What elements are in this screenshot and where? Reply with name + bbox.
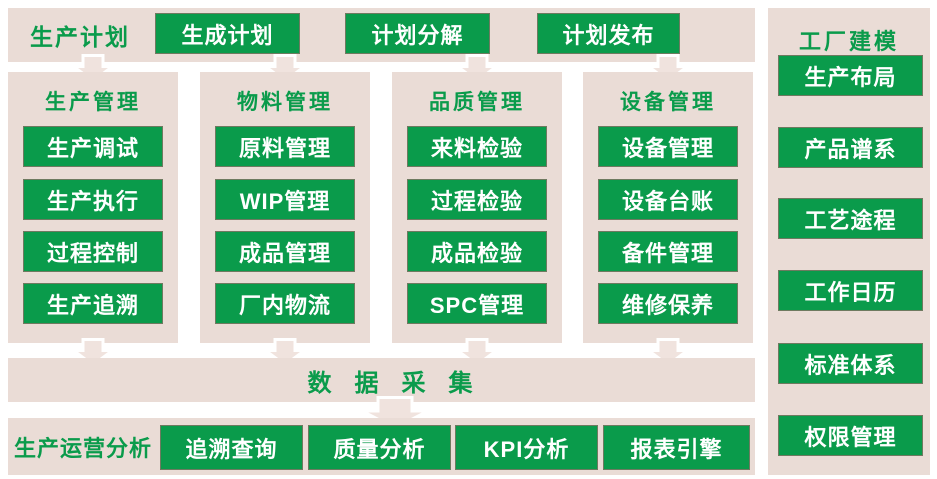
factory-modeling-title: 工厂建模 xyxy=(798,29,899,54)
equipment-ledger-button[interactable]: 设备台账 xyxy=(598,179,738,220)
process-routing-button[interactable]: 工艺途程 xyxy=(778,198,923,239)
standard-system-button[interactable]: 标准体系 xyxy=(778,343,923,384)
production-debug-button[interactable]: 生产调试 xyxy=(23,126,163,167)
finished-goods-button[interactable]: 成品管理 xyxy=(215,231,355,272)
product-genealogy-button[interactable]: 产品谱系 xyxy=(778,127,923,168)
raw-material-button[interactable]: 原料管理 xyxy=(215,126,355,167)
process-control-button[interactable]: 过程控制 xyxy=(23,231,163,272)
maintenance-button[interactable]: 维修保养 xyxy=(598,283,738,324)
plan-breakdown-button[interactable]: 计划分解 xyxy=(345,13,490,54)
column-title: 物料管理 xyxy=(237,91,333,114)
equipment-management-panel: 设备管理 设备管理 设备台账 备件管理 维修保养 xyxy=(583,72,753,343)
final-inspection-button[interactable]: 成品检验 xyxy=(407,231,547,272)
operations-analysis-label: 生产运营分析 xyxy=(14,435,153,461)
generate-plan-button[interactable]: 生成计划 xyxy=(155,13,300,54)
column-title: 设备管理 xyxy=(620,91,716,114)
trace-query-button[interactable]: 追溯查询 xyxy=(160,425,303,470)
material-management-panel: 物料管理 原料管理 WIP管理 成品管理 厂内物流 xyxy=(200,72,370,343)
production-planning-panel: 生产计划 生成计划 计划分解 计划发布 xyxy=(8,8,755,62)
wip-management-button[interactable]: WIP管理 xyxy=(215,179,355,220)
operations-analysis-panel: 生产运营分析 追溯查询 质量分析 KPI分析 报表引擎 xyxy=(8,418,755,475)
down-arrow-icon xyxy=(647,338,689,367)
plan-release-button[interactable]: 计划发布 xyxy=(537,13,680,54)
permission-management-button[interactable]: 权限管理 xyxy=(778,415,923,456)
kpi-analysis-button[interactable]: KPI分析 xyxy=(455,425,598,470)
inplant-logistics-button[interactable]: 厂内物流 xyxy=(215,283,355,324)
production-layout-button[interactable]: 生产布局 xyxy=(778,55,923,96)
report-engine-button[interactable]: 报表引擎 xyxy=(603,425,750,470)
equipment-management-button[interactable]: 设备管理 xyxy=(598,126,738,167)
down-arrow-icon xyxy=(72,338,114,367)
production-planning-label: 生产计划 xyxy=(30,24,130,50)
quality-analysis-button[interactable]: 质量分析 xyxy=(308,425,451,470)
down-arrow-icon xyxy=(456,338,498,367)
incoming-inspection-button[interactable]: 来料检验 xyxy=(407,126,547,167)
quality-management-panel: 品质管理 来料检验 过程检验 成品检验 SPC管理 xyxy=(392,72,562,343)
work-calendar-button[interactable]: 工作日历 xyxy=(778,270,923,311)
production-execution-button[interactable]: 生产执行 xyxy=(23,179,163,220)
down-arrow-icon xyxy=(264,338,306,367)
column-title: 品质管理 xyxy=(429,91,525,114)
column-title: 生产管理 xyxy=(45,91,141,114)
process-inspection-button[interactable]: 过程检验 xyxy=(407,179,547,220)
production-trace-button[interactable]: 生产追溯 xyxy=(23,283,163,324)
data-collection-label: 数据采集 xyxy=(307,369,496,397)
production-management-panel: 生产管理 生产调试 生产执行 过程控制 生产追溯 xyxy=(8,72,178,343)
spc-management-button[interactable]: SPC管理 xyxy=(407,283,547,324)
factory-modeling-panel: 工厂建模 生产布局 产品谱系 工艺途程 工作日历 标准体系 权限管理 xyxy=(768,8,930,475)
data-collection-bar: 数据采集 xyxy=(8,358,755,402)
spare-parts-button[interactable]: 备件管理 xyxy=(598,231,738,272)
